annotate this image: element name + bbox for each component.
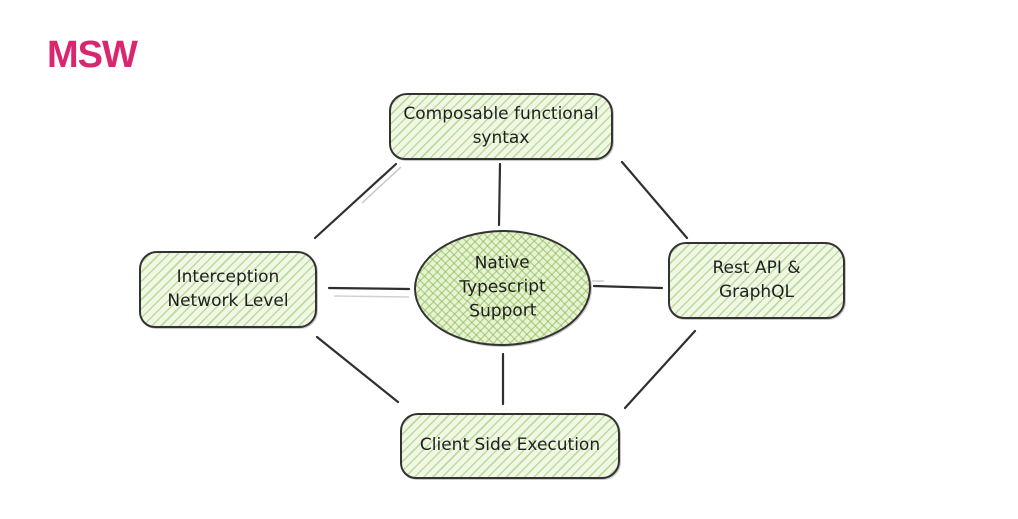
- node-label-client-side-execution: Client Side Execution: [419, 435, 601, 456]
- edge-right-to-bottom: [623, 329, 697, 410]
- edge-center-to-right: [592, 284, 664, 290]
- msw-logo: MSW: [47, 34, 138, 76]
- edge-top-to-right: [620, 160, 689, 240]
- edge-left-to-bottom: [315, 335, 400, 404]
- node-client-side-execution: Client Side Execution: [400, 413, 620, 479]
- node-interception-network-level: Interception Network Level: [139, 251, 317, 328]
- node-label-native-typescript-support: Native Typescript Support: [459, 252, 546, 322]
- node-rest-api-graphql: Rest API & GraphQL: [668, 242, 845, 319]
- node-composable-functional-syntax: Composable functional syntax: [389, 93, 613, 160]
- edge-left-to-center: [327, 286, 411, 291]
- node-native-typescript-support: Native Typescript Support: [413, 228, 592, 348]
- node-label-interception-network-level: Interception Network Level: [167, 266, 289, 311]
- node-label-composable-functional-syntax: Composable functional syntax: [403, 103, 599, 148]
- edge-top-to-left-ghost: [361, 166, 402, 204]
- edge-left-to-center-ghost: [333, 295, 410, 298]
- edge-top-to-center: [497, 162, 502, 227]
- node-label-rest-api-graphql: Rest API & GraphQL: [712, 257, 801, 302]
- edge-top-to-left: [313, 162, 398, 240]
